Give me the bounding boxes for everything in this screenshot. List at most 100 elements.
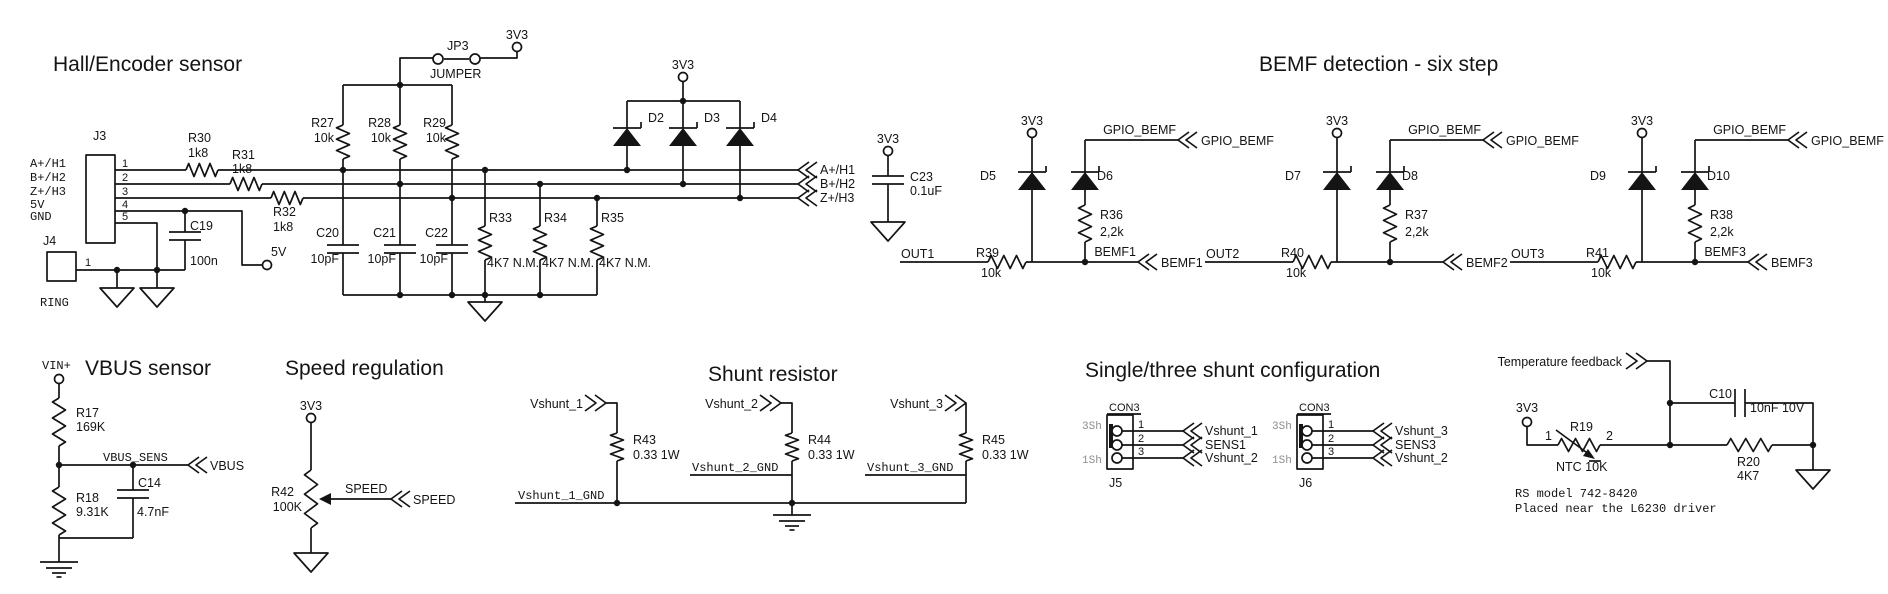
j6-pin-number-1: 1 [1328, 419, 1334, 431]
c23-value: 0.1uF [910, 184, 942, 198]
c19-ref: C19 [190, 219, 213, 233]
junction-dot [396, 180, 404, 188]
j6-pin-number-3: 3 [1328, 446, 1334, 458]
vshunt3-gnd-net-label: Vshunt_3_GND [867, 461, 953, 475]
ntc-arrow [1555, 429, 1601, 462]
speed-port-label: SPEED [413, 493, 455, 507]
junction-dot [593, 194, 601, 202]
d3-diode [669, 122, 698, 146]
j4-connector-body [46, 251, 77, 282]
r42-ref: R42 [271, 485, 294, 499]
r38-resistor [1687, 204, 1703, 243]
speed-regulation-section: Speed regulation 3V3 R42 100K SPEED SPEE… [271, 357, 455, 573]
c14-ref: C14 [138, 476, 161, 490]
j3-pin-name-5: GND [30, 210, 52, 224]
r19-value: NTC 10K [1556, 460, 1608, 474]
junction-dot [181, 207, 189, 215]
temp-note-line1: RS model 742-8420 [1515, 487, 1637, 501]
c22-value: 10pF [420, 252, 449, 266]
d4-diode [726, 122, 755, 146]
vshunt3-port-label: Vshunt_3 [890, 397, 943, 411]
d9-diode [1628, 166, 1657, 190]
junction-dot [55, 461, 63, 469]
r35-value: 4K7 N.M. [599, 256, 651, 270]
bemf-port-chevron [1137, 253, 1158, 271]
temp-3v3-terminal [1521, 416, 1533, 428]
gpio-net-label: GPIO_BEMF [1408, 123, 1481, 137]
r17-value: 169K [76, 420, 106, 434]
bemf-port-label: BEMF2 [1466, 256, 1508, 270]
j6-mode-3sh: 3Sh [1272, 421, 1292, 433]
shunt-wires [515, 402, 967, 515]
r20-ref: R20 [1737, 455, 1760, 469]
j3-pin-name-2: B+/H2 [30, 171, 66, 185]
r40-ref: R40 [1281, 246, 1304, 260]
r31-value: 1k8 [232, 162, 252, 176]
section-title-vbus: VBUS sensor [85, 357, 211, 380]
r29-value: 10k [426, 131, 447, 145]
j5-body [1106, 414, 1134, 470]
j3-pin-name-3: Z+/H3 [30, 185, 66, 199]
r27-resistor [335, 124, 351, 160]
r45-ref: R45 [982, 433, 1005, 447]
shunt-configuration-section: Single/three shunt configuration CON3 3S… [1082, 359, 1448, 490]
r32-resistor [270, 190, 304, 206]
j6-connector: CON3 3Sh 1Sh 1 2 3 Vshunt_3 SENS3 Vshunt… [1272, 402, 1448, 490]
junction-dot [113, 266, 121, 274]
junction-dot [536, 291, 544, 299]
ground-symbol [1795, 469, 1831, 490]
r39-resistor [987, 254, 1027, 270]
junction-dot [448, 291, 456, 299]
d5-diode [1018, 166, 1047, 190]
r40-value: 10k [1286, 266, 1307, 280]
d5-ref: D5 [980, 169, 996, 183]
vin-label: VIN+ [42, 359, 71, 373]
j5-pin3-circle [1111, 452, 1123, 464]
r30-value: 1k8 [188, 146, 208, 160]
jp3-jumper [432, 53, 481, 65]
j5-pin-number-3: 3 [1138, 446, 1144, 458]
junction-dot [613, 499, 621, 507]
bemf-port-chevron [1442, 253, 1463, 271]
j5-net-chevron-2 [1182, 436, 1203, 454]
junction-dot [736, 194, 744, 202]
5v-label: 5V [271, 245, 287, 259]
c10-capacitor [1734, 389, 1746, 417]
section-title-config: Single/three shunt configuration [1085, 359, 1380, 382]
r45-value: 0.33 1W [982, 448, 1029, 462]
d10-ref: D10 [1707, 169, 1730, 183]
vshunt1-port-chevron [584, 394, 607, 412]
r43-value: 0.33 1W [633, 448, 680, 462]
j5-pin-number-2: 2 [1138, 433, 1144, 445]
r18-value: 9.31K [76, 505, 109, 519]
r35-ref: R35 [601, 211, 624, 225]
r31-ref: R31 [232, 148, 255, 162]
hall-encoder-section: Hall/Encoder sensor J3 A+/H1 B+/H2 Z+/H3… [30, 28, 855, 322]
port-label-z-h3: Z+/H3 [820, 191, 854, 205]
r27-value: 10k [314, 131, 335, 145]
j3-ref: J3 [93, 129, 106, 143]
c23-group: 3V3 C23 0.1uF [870, 132, 942, 242]
r41-value: 10k [1591, 266, 1612, 280]
speed-3v3-terminal [305, 412, 317, 424]
temp-wires [1526, 360, 1814, 470]
bemf-channel-2: OUT2 R40 10k 3V3 D7 D8 GPIO_BEMF GPIO_BE… [1205, 114, 1579, 280]
vbus-sensor-section: VBUS sensor VIN+ R17 169K R18 9.31K C14 … [40, 357, 244, 578]
junction-dot [481, 291, 489, 299]
channel-3v3-label: 3V3 [1326, 114, 1348, 128]
speed-net-label: SPEED [345, 482, 387, 496]
junction-dot [339, 166, 347, 174]
j6-value: CON3 [1299, 402, 1330, 414]
j6-pin3-circle [1301, 452, 1313, 464]
section-title-hall: Hall/Encoder sensor [53, 53, 242, 76]
r39-ref: R39 [976, 246, 999, 260]
jp3-3v3-label: 3V3 [506, 28, 528, 42]
j6-pin2-circle [1301, 439, 1313, 451]
c23-capacitor [872, 175, 904, 185]
r32-value: 1k8 [273, 220, 293, 234]
gpio-port-chevron [1787, 131, 1808, 149]
gpio-net-label: GPIO_BEMF [1103, 123, 1176, 137]
port-label-a-h1: A+/H1 [820, 163, 855, 177]
r29-ref: R29 [423, 116, 446, 130]
c21-capacitor [384, 244, 416, 254]
